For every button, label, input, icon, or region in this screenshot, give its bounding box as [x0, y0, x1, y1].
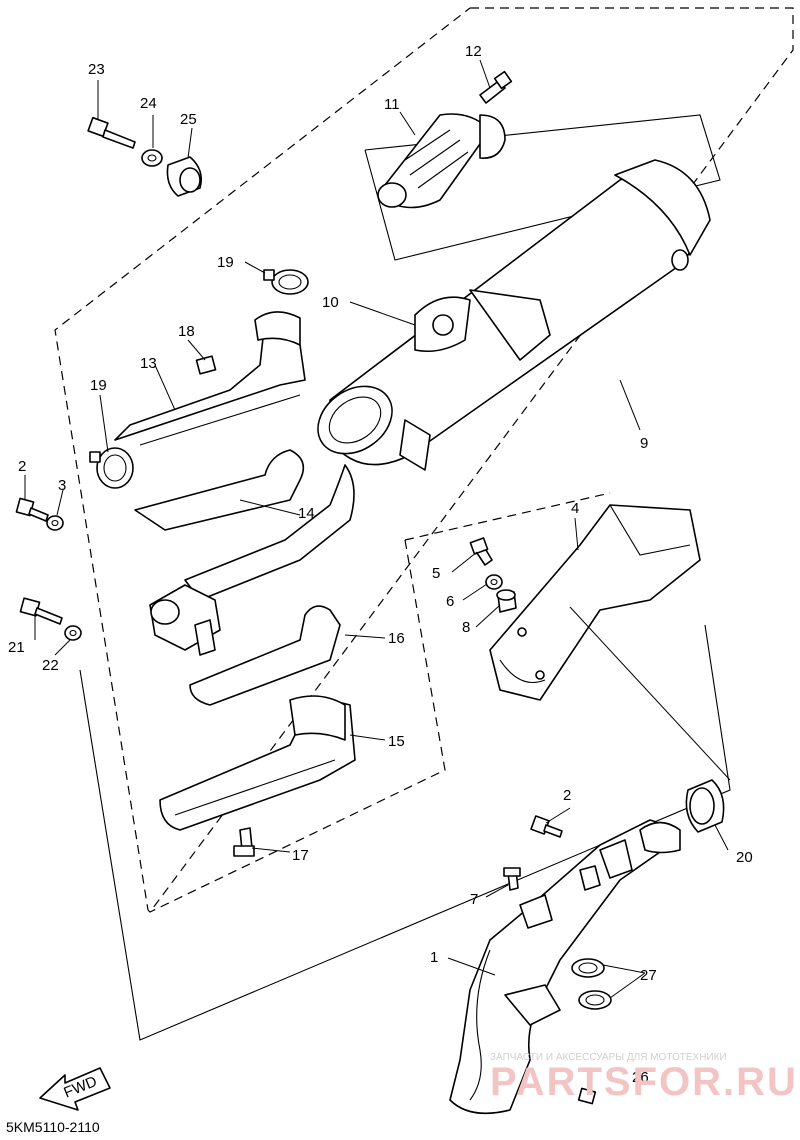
- callout-11: 11: [384, 96, 400, 113]
- washer-22[interactable]: [64, 625, 82, 641]
- washer-24[interactable]: [141, 149, 163, 167]
- bolt-7[interactable]: [503, 867, 521, 891]
- bolt-21[interactable]: [19, 597, 63, 625]
- callout-19-upper: 19: [217, 254, 234, 271]
- clamp-19-lower[interactable]: [89, 447, 134, 489]
- diagram-code: 5KM5110-2110: [6, 1119, 100, 1135]
- callout-8: 8: [462, 619, 470, 636]
- callout-labels: 23 24 25 12 11 19 10 18 13 19 14 2 3 21 …: [8, 43, 753, 1086]
- assembly-outline-frame: [404, 492, 611, 541]
- nut-26[interactable]: [577, 1087, 597, 1105]
- callout-24: 24: [140, 95, 157, 112]
- callout-14: 14: [298, 505, 315, 522]
- callout-18: 18: [178, 323, 195, 340]
- watermark-logo: PARTSFOR.RU: [490, 1060, 798, 1104]
- callout-10: 10: [322, 294, 339, 311]
- callout-26: 26: [632, 1069, 649, 1086]
- callout-25: 25: [180, 111, 197, 128]
- bolt-2-upper[interactable]: [15, 497, 49, 522]
- gasket-27[interactable]: [571, 958, 612, 1010]
- callout-16: 16: [388, 630, 405, 647]
- heat-protector-4[interactable]: [489, 504, 701, 701]
- bolt-17[interactable]: [233, 827, 255, 857]
- gasket-16[interactable]: [189, 605, 341, 706]
- watermark-tagline: ЗАПЧАСТИ И АКСЕССУАРЫ ДЛЯ МОТОТЕХНИКИ: [490, 1052, 727, 1063]
- callout-6: 6: [446, 593, 454, 610]
- heat-protector-13[interactable]: [114, 311, 306, 446]
- silencer-bracket[interactable]: [414, 296, 471, 353]
- pipe-joint[interactable]: [149, 584, 221, 656]
- callout-19-lower: 19: [90, 377, 107, 394]
- grommet-25[interactable]: [166, 156, 203, 197]
- callout-4: 4: [571, 500, 579, 517]
- heat-protector-15[interactable]: [159, 695, 356, 831]
- silencer-group-outline: [364, 114, 721, 261]
- washer-6[interactable]: [485, 574, 503, 590]
- bolt-2-lower[interactable]: [530, 815, 563, 838]
- callout-27: 27: [640, 967, 657, 984]
- callout-2-upper: 2: [18, 458, 26, 475]
- callout-3: 3: [58, 477, 66, 494]
- assembly-outline-lower: [149, 539, 446, 913]
- callout-17: 17: [292, 847, 309, 864]
- nut-18[interactable]: [195, 355, 217, 375]
- callout-2-lower: 2: [563, 787, 571, 804]
- gasket-20[interactable]: [685, 779, 725, 833]
- callout-13: 13: [140, 355, 157, 372]
- silencer-body[interactable]: [305, 159, 711, 471]
- bolt-5[interactable]: [469, 537, 493, 566]
- leader-lines: [24, 59, 731, 999]
- callout-1: 1: [430, 949, 438, 966]
- main-assembly-outline: [79, 624, 731, 1041]
- gasket-14[interactable]: [134, 449, 305, 531]
- callout-20: 20: [736, 849, 753, 866]
- clamp-19-upper[interactable]: [263, 269, 309, 295]
- collar-8[interactable]: [496, 589, 517, 613]
- washer-3[interactable]: [46, 515, 64, 531]
- callout-7: 7: [470, 891, 478, 908]
- callout-15: 15: [388, 733, 405, 750]
- callout-22: 22: [42, 657, 59, 674]
- callout-5: 5: [432, 565, 440, 582]
- callout-9: 9: [640, 435, 648, 452]
- callout-21: 21: [8, 639, 25, 656]
- bolt-23[interactable]: [87, 116, 136, 149]
- callout-12: 12: [465, 43, 482, 60]
- callout-23: 23: [88, 61, 105, 78]
- exhaust-pipe-1[interactable]: [449, 819, 681, 1115]
- bolt-12[interactable]: [479, 70, 513, 104]
- fwd-arrow-icon: [39, 1067, 111, 1111]
- spark-arrester[interactable]: [377, 113, 506, 209]
